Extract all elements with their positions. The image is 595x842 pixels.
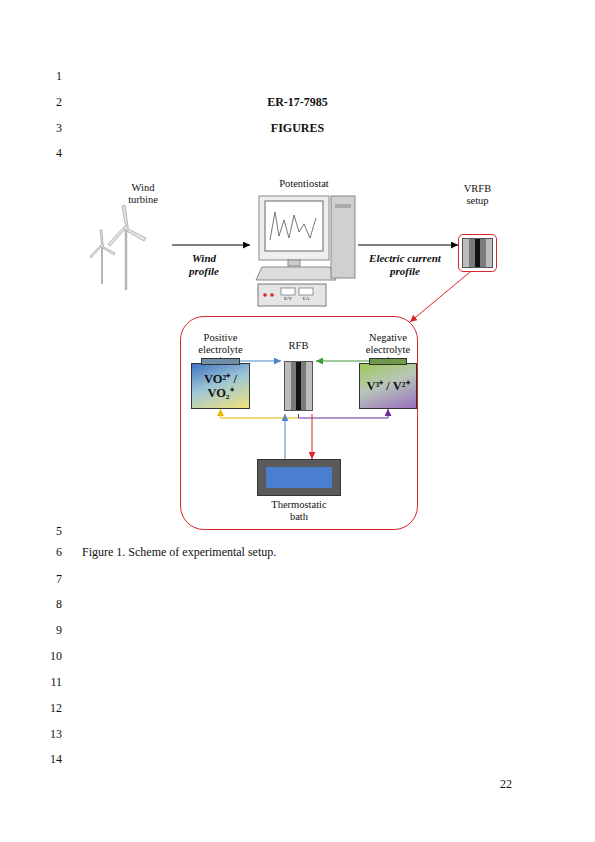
connector-arrow [312,414,313,459]
line-number: 8 [36,598,62,612]
display-window [281,288,295,295]
node-heading: RFB [279,340,319,352]
line-number: 9 [36,624,62,638]
stack-plates [284,361,313,411]
line-number: 13 [36,728,62,742]
node-heading: VRFB setup [453,183,503,207]
tank-cap [369,358,407,365]
monitor [259,196,329,260]
tank-cap [201,358,240,365]
turbine-blade [100,230,103,246]
turbine-tower [125,228,128,290]
connector-arrow [285,414,286,459]
figure-node: Potentiostat [250,178,358,308]
screen-graph [270,212,316,240]
line-number: 2 [36,96,62,110]
turbine-blade [108,227,126,246]
drive-slot [335,204,351,208]
display-window [299,288,313,295]
electrolyte-tank: Negative electrolyteV³⁺ / V²⁺ [359,363,417,409]
indicator-led [263,293,267,297]
keyboard [256,267,336,280]
page-number: 22 [480,778,512,792]
line-number: 11 [36,676,62,690]
edge-label: Wind profile [176,252,232,277]
indicator-led [270,293,274,297]
line-number: 10 [36,650,62,664]
potentiostat-unit [258,284,326,306]
line-number: 12 [36,702,62,716]
turbine-blade [125,228,146,241]
screen [265,201,323,251]
figure-caption: Figure 1. Scheme of experimental setup. [82,546,276,560]
line-number: 5 [36,525,62,539]
turbine-blade [122,205,128,228]
setup-region: Positive electrolyteVO²⁺ / VO₂⁺RFBNegati… [180,316,418,530]
line-number: 6 [36,546,62,560]
turbine-hub [100,244,103,247]
line-number: 1 [36,70,62,84]
stack-plates [462,238,493,268]
species-label: V³⁺ / V²⁺ [364,377,411,395]
running-title: ER-17-7985 [0,96,595,110]
node-heading: Negative electrolyte [355,332,421,356]
wind-turbine-drawing [90,205,146,290]
turbine-tower [101,246,103,284]
computer-tower [331,196,355,278]
flow-cell-stack: RFB [281,358,316,414]
line-number: 7 [36,573,62,587]
section-heading: FIGURES [0,122,595,136]
electrolyte-tank: Positive electrolyteVO²⁺ / VO₂⁺ [191,363,250,409]
bath-display [266,467,332,488]
cell-box: VRFB setup [458,234,497,272]
node-heading: Thermostatic bath [264,499,334,523]
line-number: 14 [36,753,62,767]
connector-arrow [358,244,458,245]
connector-arrow [410,272,470,322]
channel-label: I/A [299,296,313,301]
turbine-hub [124,226,128,230]
species-label: VO²⁺ / VO₂⁺ [196,370,246,403]
monitor-stand [288,260,300,266]
connector-arrow [172,244,250,245]
line-number: 3 [36,122,62,136]
node-heading: Positive electrolyte [188,332,254,356]
node-heading: Wind turbine [121,182,166,206]
figure-node: Wind turbine [114,182,172,292]
edge-label: Electric current profile [357,252,453,277]
node-heading: Potentiostat [259,178,349,190]
thermostatic-bath: Thermostatic bath [257,459,341,496]
channel-label: E/V [281,296,295,301]
line-number: 4 [36,147,62,161]
computer-drawing [256,196,355,306]
